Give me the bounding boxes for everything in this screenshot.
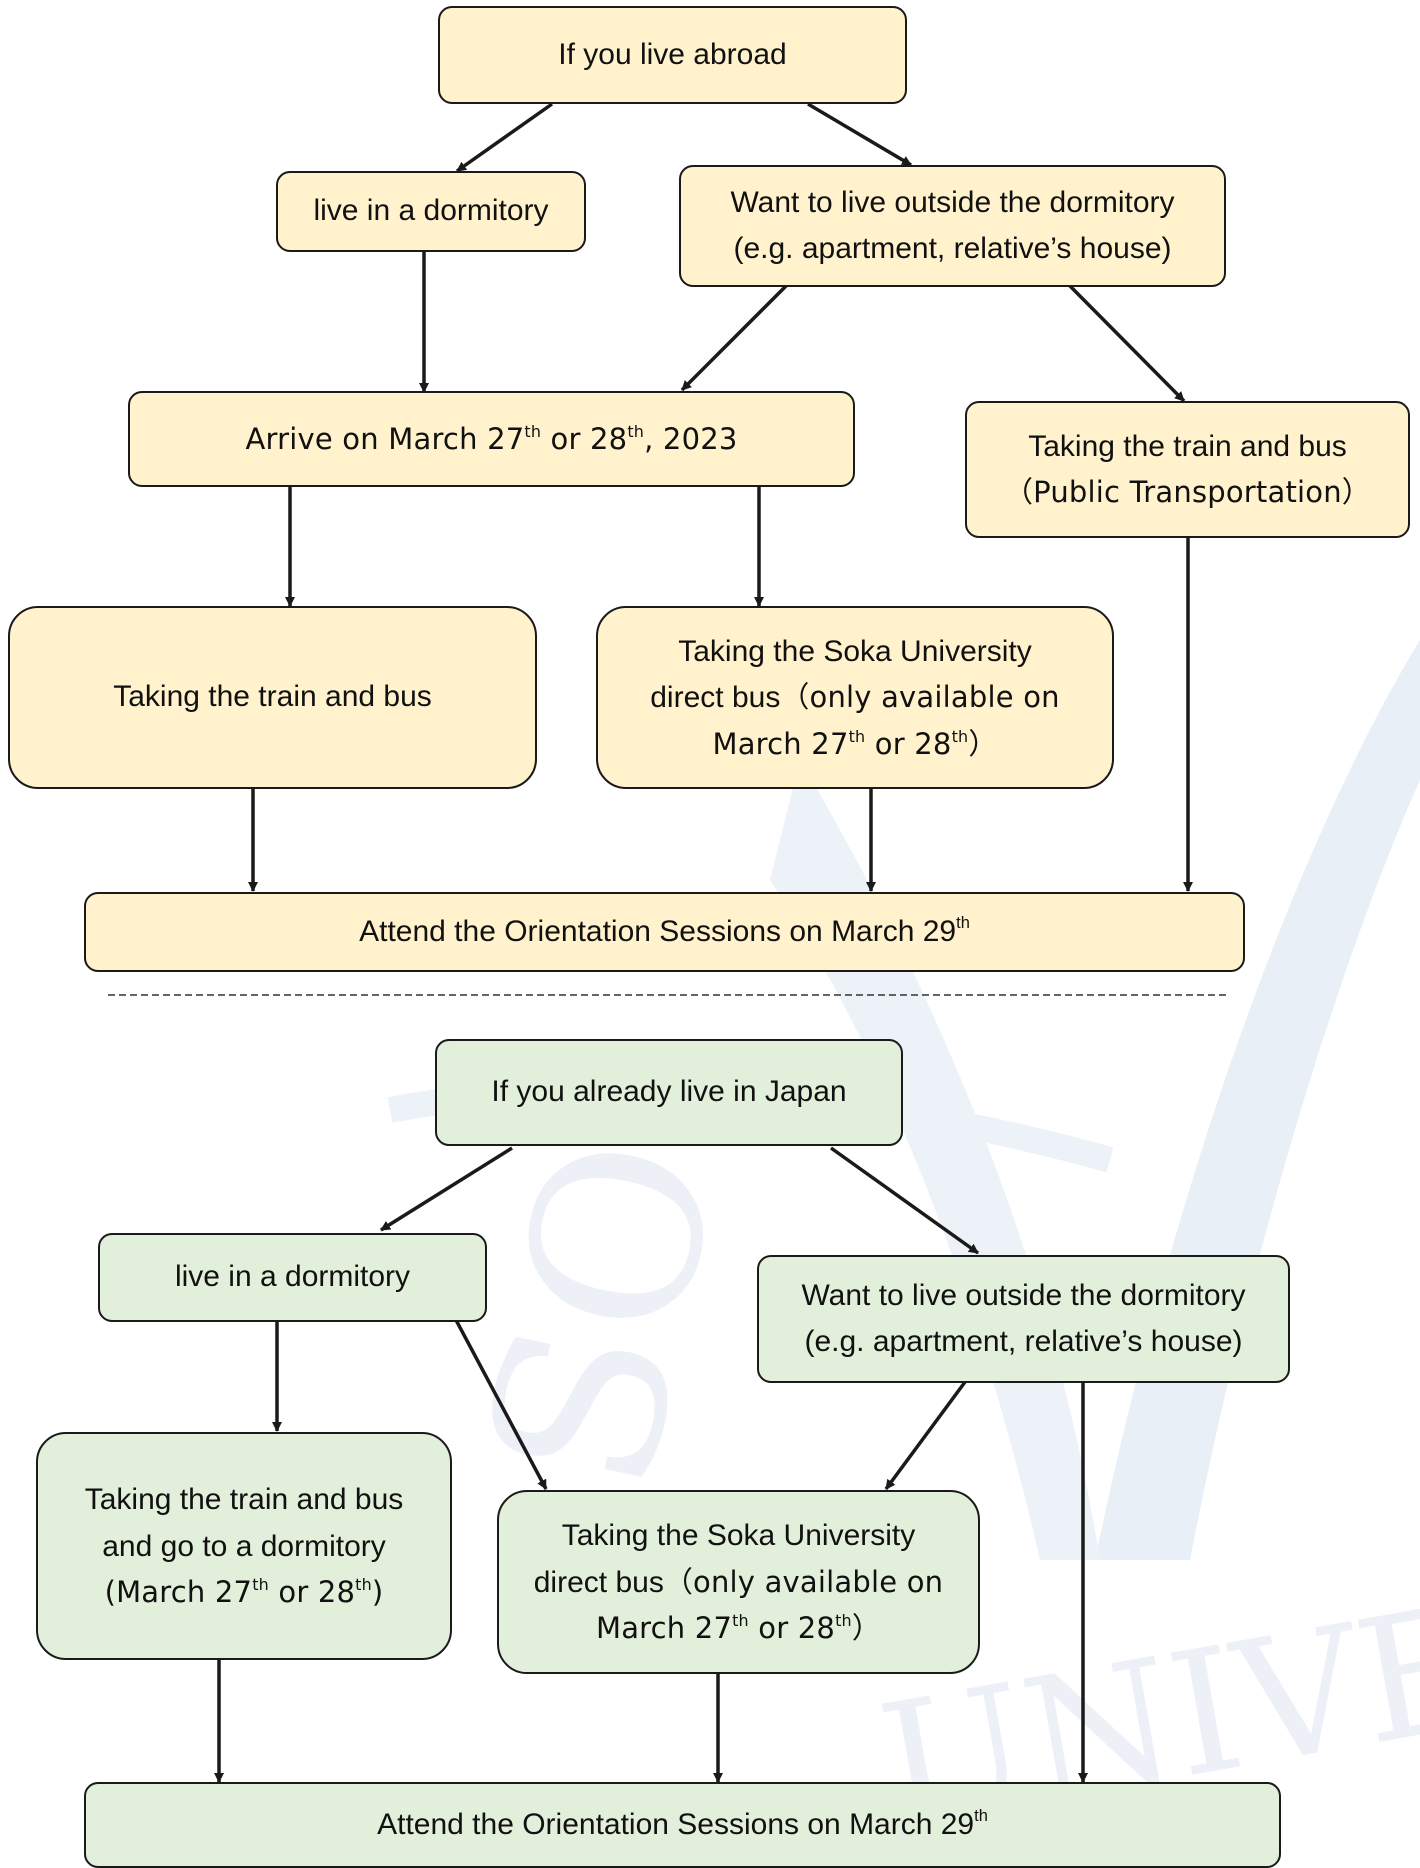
arrow-japan-to-outside	[829, 1146, 980, 1255]
arrow-outside-to-arrive	[680, 284, 788, 392]
abroad-direct-line3: March 27th or 28th）	[712, 722, 997, 767]
japan-direct-bus-box: Taking the Soka University direct bus（on…	[497, 1490, 980, 1674]
japan-train-line1: Taking the train and bus	[84, 1483, 404, 1517]
train-date-b: or 28	[268, 1575, 356, 1610]
japan-direct-line2: direct bus（only available on	[534, 1560, 943, 1607]
abroad-dorm-box: live in a dormitory	[276, 171, 586, 252]
abroad-train-bus-box: Taking the train and bus	[8, 606, 537, 789]
arrow-dorm-to-direct	[454, 1319, 548, 1490]
arrow-japan-to-dorm	[380, 1146, 513, 1232]
abroad-outside-line1: Want to live outside the dormitory	[730, 185, 1175, 219]
jp-direct-sup-b: th	[835, 1611, 852, 1631]
train-date-c: )	[371, 1575, 384, 1610]
direct-date-a: March 27	[712, 726, 849, 761]
jp-attend-text: Attend the Orientation Sessions on March…	[377, 1807, 975, 1841]
jp-direct-date-b: or 28	[748, 1611, 836, 1646]
japan-train-line3: (March 27th or 28th)	[105, 1570, 384, 1615]
arrow-abroad-to-dorm	[455, 102, 554, 173]
abroad-direct-line2: direct bus（only available on	[650, 675, 1059, 722]
abroad-arrive-label: Arrive on March 27th or 28th, 2023	[245, 417, 737, 462]
jp-attend-sup: th	[974, 1807, 988, 1826]
attend-text: Attend the Orientation Sessions on March…	[359, 914, 957, 948]
abroad-attend-label: Attend the Orientation Sessions on March…	[359, 909, 970, 956]
abroad-attend-box: Attend the Orientation Sessions on March…	[84, 892, 1245, 972]
jp-direct-date-c: ）	[851, 1611, 882, 1646]
abroad-public-line1: Taking the train and bus	[1028, 429, 1347, 463]
jp-direct-bus-note: （only available on	[663, 1564, 944, 1599]
japan-direct-line1: Taking the Soka University	[561, 1519, 916, 1553]
start-live-japan: If you already live in Japan	[435, 1039, 903, 1146]
train-date-a: (March 27	[104, 1575, 253, 1610]
train-sup-b: th	[355, 1575, 372, 1595]
abroad-public-transport-box: Taking the train and bus （Public Transpo…	[965, 401, 1410, 538]
direct-date-b: or 28	[865, 726, 952, 761]
direct-bus-note: （only available on	[780, 680, 1060, 715]
japan-outside-box: Want to live outside the dormitory (e.g.…	[757, 1255, 1290, 1383]
direct-sup-b: th	[951, 726, 969, 746]
japan-outside-line1: Want to live outside the dormitory	[801, 1278, 1246, 1312]
start-live-abroad-label: If you live abroad	[558, 37, 787, 71]
arrive-sup-a: th	[524, 421, 542, 441]
arrow-outside-to-direct	[884, 1380, 967, 1491]
japan-train-bus-box: Taking the train and bus and go to a dor…	[36, 1432, 452, 1660]
start-live-abroad: If you live abroad	[438, 6, 907, 104]
japan-direct-line3: March 27th or 28th）	[596, 1606, 881, 1651]
abroad-arrive-box: Arrive on March 27th or 28th, 2023	[128, 391, 855, 487]
train-sup-a: th	[252, 1575, 269, 1595]
arrow-abroad-to-outside	[807, 102, 912, 167]
arrive-text-a: Arrive on March 27	[245, 421, 525, 456]
abroad-direct-line1: Taking the Soka University	[678, 634, 1032, 668]
abroad-outside-box: Want to live outside the dormitory (e.g.…	[679, 165, 1226, 287]
arrive-text-b: or 28	[541, 421, 628, 456]
abroad-dorm-label: live in a dormitory	[313, 194, 549, 228]
jp-direct-bus-word: direct bus	[533, 1565, 664, 1599]
japan-outside-line2: (e.g. apartment, relative’s house)	[804, 1325, 1243, 1358]
arrive-text-c: , 2023	[644, 421, 738, 456]
jp-direct-sup-a: th	[732, 1611, 749, 1631]
japan-attend-label: Attend the Orientation Sessions on March…	[377, 1802, 988, 1849]
abroad-train-label: Taking the train and bus	[113, 680, 432, 714]
japan-dorm-label: live in a dormitory	[174, 1260, 411, 1294]
arrow-outside-to-public	[1068, 284, 1186, 403]
direct-sup-a: th	[848, 726, 866, 746]
japan-dorm-box: live in a dormitory	[98, 1233, 487, 1322]
japan-train-line2: and go to a dormitory	[102, 1529, 386, 1563]
start-live-japan-label: If you already live in Japan	[491, 1075, 847, 1109]
abroad-direct-bus-box: Taking the Soka University direct bus（on…	[596, 606, 1114, 789]
jp-direct-date-a: March 27	[595, 1611, 733, 1646]
direct-bus-word: direct bus	[650, 681, 781, 715]
arrive-sup-b: th	[627, 421, 645, 441]
direct-date-c: ）	[968, 726, 998, 761]
abroad-public-line2: （Public Transportation）	[1003, 475, 1372, 510]
attend-sup: th	[956, 914, 970, 933]
japan-attend-box: Attend the Orientation Sessions on March…	[84, 1782, 1281, 1868]
abroad-outside-line2: (e.g. apartment, relative’s house)	[733, 232, 1172, 265]
